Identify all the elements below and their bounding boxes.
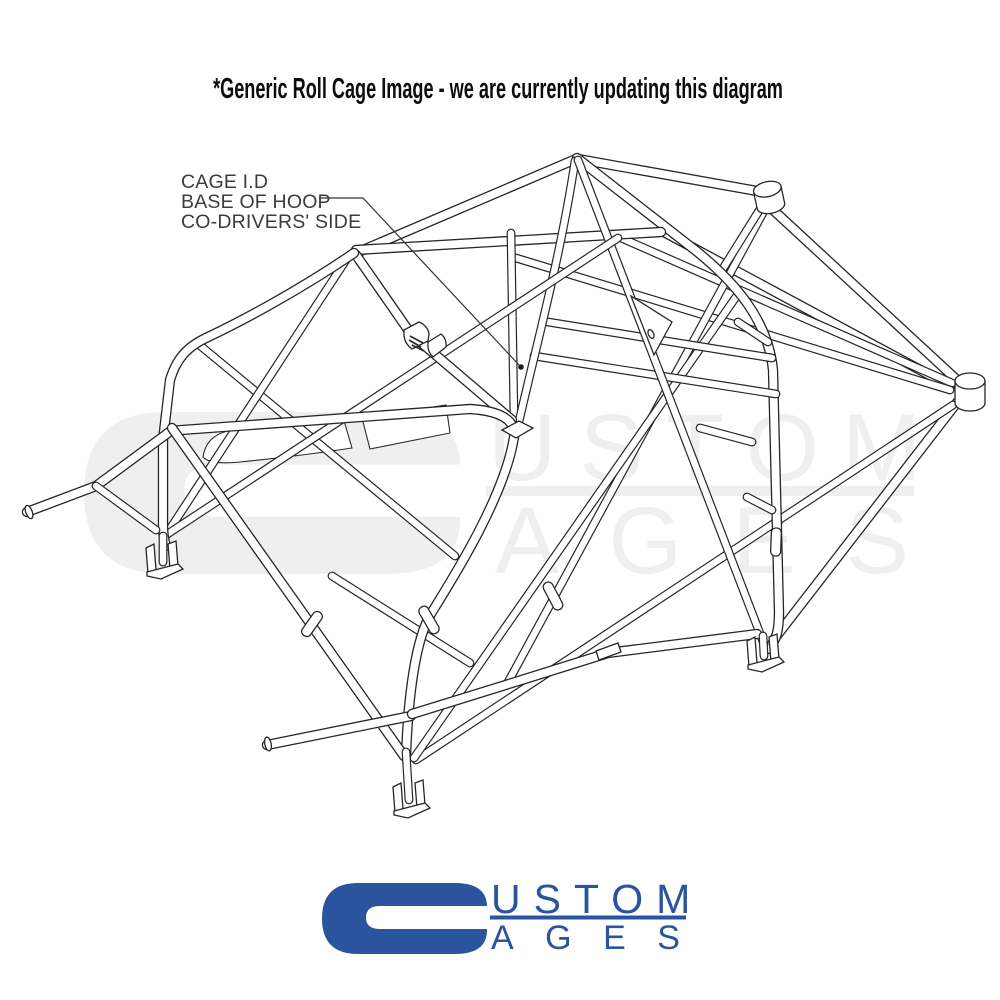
svg-text:USTOM: USTOM [491,876,703,922]
svg-text:*Generic Roll Cage Image - we: *Generic Roll Cage Image - we are curren… [213,73,783,105]
svg-text:BASE OF HOOP: BASE OF HOOP [181,191,331,213]
svg-text:CO-DRIVERS' SIDE: CO-DRIVERS' SIDE [181,211,361,233]
svg-text:AGES: AGES [491,919,711,957]
svg-text:USTOM: USTOM [488,395,944,501]
svg-text:CAGE I.D: CAGE I.D [181,171,268,193]
